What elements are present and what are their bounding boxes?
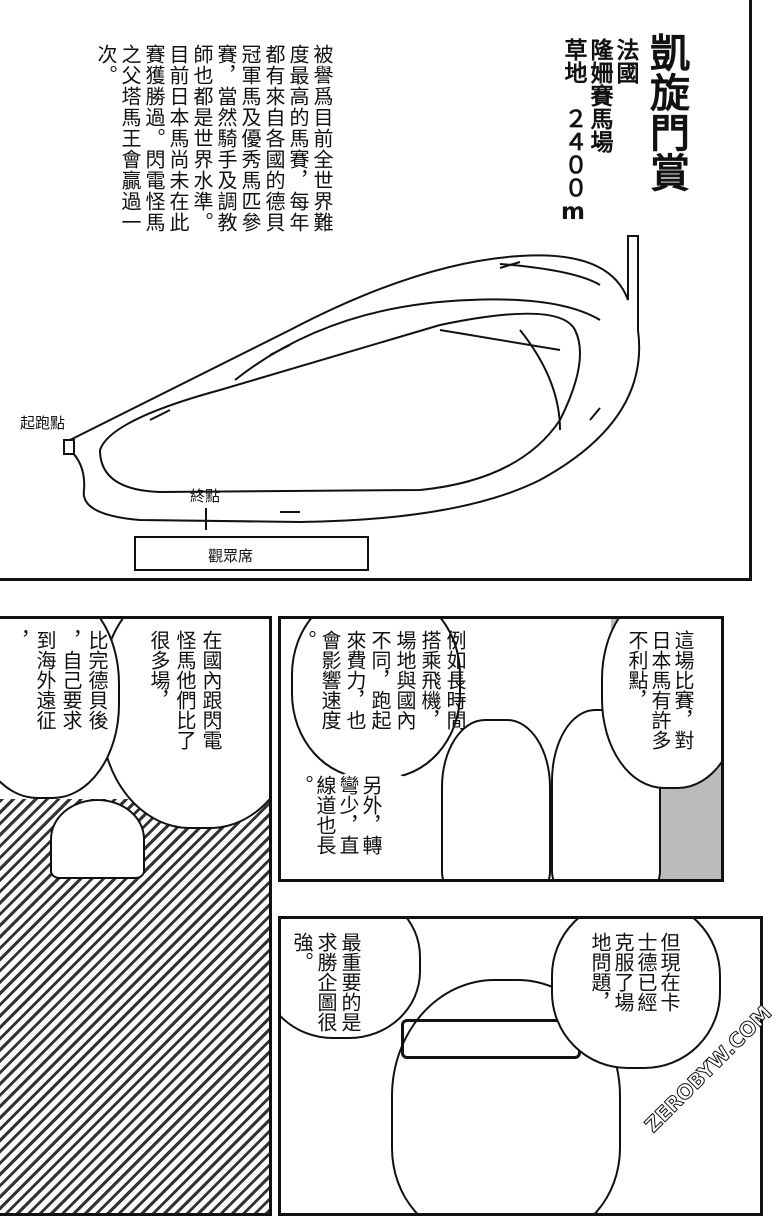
suits-text-2: 例如長時間 搭乘飛機， 場地與國內 不同，跑起 來費力，也 會影響速度 。 [293, 630, 467, 730]
track-outer [69, 235, 641, 524]
track-map [63, 235, 641, 571]
start-label: 起跑點 [20, 414, 66, 432]
race-description: 被譽爲目前全世界難 度最高的馬賽，每年 都有來自各國的德貝 冠軍馬及優秀馬匹參 … [94, 44, 334, 233]
jockey-text-2: 比完德貝後 ，自己要求 到海外遠征 ， [7, 630, 109, 730]
jockey-helmet [50, 799, 145, 879]
speech-bubble-suits-2 [291, 619, 461, 779]
suits-text-1: 這場比賽，對 日本馬有許多 不利點， [625, 630, 695, 750]
track-inner [98, 312, 581, 494]
speech-bubble-closeup-2 [281, 919, 421, 1039]
speech-bubble-closeup-1 [551, 919, 721, 1069]
speech-bubble-suits-3 [301, 769, 441, 879]
race-country: 法國 [612, 38, 638, 84]
jockey-text-1: 在國內跟閃電 怪馬他們比了 很多場， [147, 630, 223, 750]
suits-text-3: 另外，轉 彎少，直 線道也長 。 [290, 775, 383, 855]
race-title: 凱旋門賞 [643, 32, 689, 192]
man-mustache [441, 719, 551, 879]
finish-label: 終點 [190, 487, 221, 505]
jockey-panel [0, 616, 272, 1216]
closeup-glasses [401, 1019, 581, 1059]
speech-bubble-jockey-1 [100, 619, 269, 829]
closeup-text-2: 最重要的是 求勝企圖很 強。 [290, 932, 362, 1032]
closeup-panel [278, 916, 763, 1216]
info-panel [0, 0, 752, 581]
closeup-text-1: 但現在卡 士德已經 克服了場 地問題， [588, 932, 681, 1012]
stands-box [134, 536, 369, 571]
suits-panel [278, 616, 724, 882]
speech-bubble-suits-1 [601, 619, 721, 789]
race-venue: 隆姍賽馬場 [586, 38, 612, 153]
direction-arrows [149, 261, 601, 513]
speech-bubble-jockey-2 [0, 619, 120, 799]
start-gate [63, 439, 75, 455]
track-cross [439, 263, 601, 431]
race-surface-distance: 草地 ２４００m [560, 38, 586, 225]
stands-label: 觀眾席 [208, 547, 254, 565]
